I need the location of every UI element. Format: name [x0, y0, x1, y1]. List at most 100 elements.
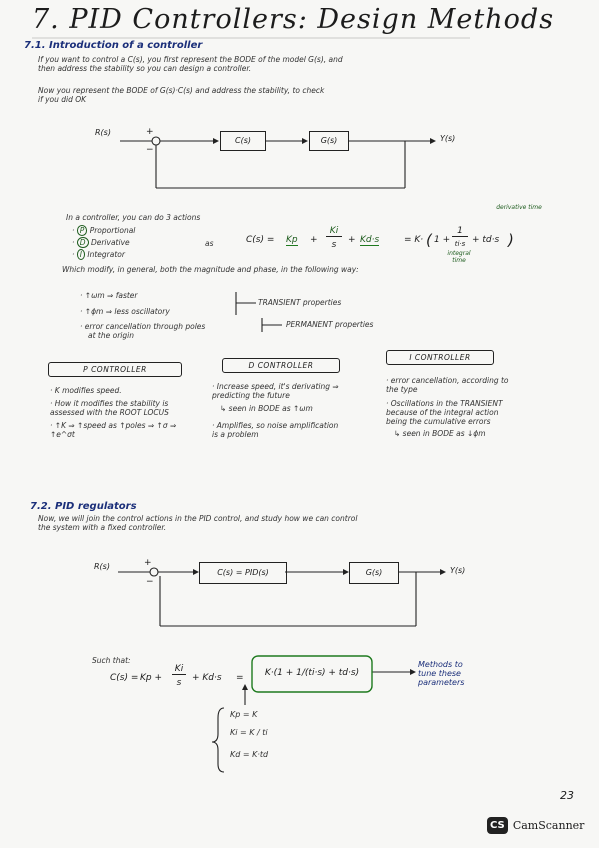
methods-note: Methods to tune these parameters: [418, 660, 464, 687]
actions-intro: In a controller, you can do 3 actions: [66, 213, 201, 222]
action-letter: D: [76, 237, 89, 248]
note: · How it modifies the stability is asses…: [50, 399, 169, 417]
note: · Oscillations in the TRANSIENT because …: [386, 399, 503, 426]
text-line: if you did OK: [38, 95, 87, 104]
camscanner-logo-icon: CS: [487, 817, 508, 834]
actions-list: · P Proportional · D Derivative · I Inte…: [72, 225, 136, 262]
note: · Increase speed, it's derivating ⇒ pred…: [212, 382, 339, 400]
d-controller-notes: · Increase speed, it's derivating ⇒ pred…: [212, 382, 340, 439]
bullet-text: ↑ϕm ⇒ less oscillatory: [84, 307, 170, 316]
d-controller-header: D CONTROLLER: [222, 358, 340, 373]
transient-properties: TRANSIENT properties: [258, 298, 342, 307]
eq-kp: Kp +: [140, 673, 163, 683]
d1-output-label: Y(s): [440, 134, 456, 143]
eq-cs: C(s) =: [110, 673, 139, 683]
action-item: · D Derivative: [72, 237, 130, 248]
formula-tis: ti·s: [454, 240, 466, 248]
p-controller-header: P CONTROLLER: [48, 362, 182, 377]
note-text: error cancellation, according to the typ…: [386, 376, 509, 394]
derivative-time-note: derivative time: [496, 204, 542, 211]
formula-k: = K·: [404, 235, 424, 245]
p-controller-notes: · K modifies speed. · How it modifies th…: [50, 386, 178, 439]
parameter-system: Kp = K Ki = K / ti Kd = K·td: [230, 710, 268, 759]
param-eq: Kp = K: [230, 710, 258, 719]
action-letter: I: [76, 249, 85, 260]
permanent-properties: PERMANENT properties: [286, 320, 374, 329]
note-line: tune these: [418, 669, 461, 678]
action-label: Proportional: [89, 226, 136, 235]
eq-ki: Ki: [172, 664, 186, 675]
bullet-text: error cancellation through poles: [84, 322, 206, 331]
eq-kds: + Kd·s: [192, 673, 222, 683]
param-eq: Kd = K·td: [230, 750, 269, 759]
such-that: Such that:: [92, 656, 131, 665]
d1-input-label: R(s): [95, 128, 111, 137]
bullet-text: ↑ωm ⇒ faster: [84, 291, 138, 300]
d2-output-label: Y(s): [450, 566, 466, 575]
bullet-text: at the origin: [88, 331, 134, 340]
note-text: ↳ seen in BODE as ↓ϕm: [394, 429, 486, 438]
d2-input-label: R(s): [94, 562, 110, 571]
formula-one-num: 1: [452, 226, 468, 237]
formula-kds: Kd·s: [360, 235, 380, 246]
bullet-less-oscillatory: · ↑ϕm ⇒ less oscillatory: [80, 307, 170, 316]
page-number: 23: [560, 789, 574, 802]
note-text: ↳ seen in BODE as ↑ωm: [220, 404, 313, 413]
d2-controller-block: C(s) = PID(s): [199, 562, 287, 584]
d2-plant-block: G(s): [349, 562, 399, 584]
i-controller-notes: · error cancellation, according to the t…: [386, 376, 516, 438]
modify-text: Which modify, in general, both the magni…: [62, 265, 359, 274]
text-line: Now, we will join the control actions in…: [38, 514, 358, 523]
note: · K modifies speed.: [50, 386, 122, 395]
note-text: Oscillations in the TRANSIENT because of…: [386, 399, 503, 426]
section-7-2-heading: 7.2. PID regulators: [30, 501, 137, 512]
bullet-faster: · ↑ωm ⇒ faster: [80, 291, 138, 300]
d1-plus-sign: +: [146, 127, 154, 137]
integral-time-note: integral time: [447, 250, 471, 264]
note: · error cancellation, according to the t…: [386, 376, 509, 394]
text-line: the system with a fixed controller.: [38, 523, 167, 532]
text-line: Now you represent the BODE of G(s)·C(s) …: [38, 86, 325, 95]
action-label: Derivative: [90, 238, 130, 247]
text-line: then address the stability so you can de…: [38, 64, 252, 73]
note-text: How it modifies the stability is assesse…: [50, 399, 169, 417]
note-text: Increase speed, it's derivating ⇒ predic…: [212, 382, 339, 400]
as-word: as: [205, 239, 214, 248]
bullet-error-cancel: · error cancellation through poles at th…: [80, 322, 206, 340]
d1-minus-sign: −: [146, 145, 154, 155]
note-line: Methods to: [418, 660, 463, 669]
section-7-1-heading: 7.1. Introduction of a controller: [24, 40, 203, 51]
d1-controller-block: C(s): [220, 131, 266, 151]
note-text: K modifies speed.: [54, 386, 122, 395]
action-label: Integrator: [87, 250, 125, 259]
text-line: If you want to control a C(s), you first…: [38, 55, 343, 64]
i-controller-header: I CONTROLLER: [386, 350, 494, 365]
formula-ki: Ki: [326, 226, 342, 237]
camscanner-watermark: CS CamScanner: [487, 815, 584, 834]
action-letter: P: [76, 225, 88, 236]
formula-kp: Kp: [286, 235, 298, 246]
camscanner-name: CamScanner: [512, 819, 585, 832]
s71-paragraph-2: Now you represent the BODE of G(s)·C(s) …: [38, 86, 558, 104]
d2-minus-sign: −: [146, 577, 154, 587]
eq-s: s: [176, 678, 182, 688]
s72-paragraph: Now, we will join the control actions in…: [38, 514, 558, 532]
note: · Amplifies, so noise amplification is a…: [212, 421, 339, 439]
formula-tds: + td·s: [472, 235, 500, 245]
page-title: 7. PID Controllers: Design Methods: [32, 4, 555, 35]
pid-equation-box: K·(1 + 1/(ti·s) + td·s): [264, 668, 360, 678]
d2-plus-sign: +: [144, 558, 152, 568]
note-line: parameters: [418, 678, 465, 687]
param-eq: Ki = K / ti: [230, 728, 268, 737]
s71-paragraph-1: If you want to control a C(s), you first…: [38, 55, 558, 73]
note: · ↑K ⇒ ↑speed as ↑poles ⇒ ↑σ ⇒ ↑e^σt: [50, 421, 177, 439]
action-item: · I Integrator: [72, 249, 125, 260]
eq-equals: =: [236, 673, 244, 683]
note-text: ↑K ⇒ ↑speed as ↑poles ⇒ ↑σ ⇒ ↑e^σt: [50, 421, 177, 439]
d1-plant-block: G(s): [309, 131, 349, 151]
note-text: Amplifies, so noise amplification is a p…: [212, 421, 339, 439]
formula-one: 1 +: [434, 235, 451, 245]
formula-cs: C(s) =: [246, 235, 275, 245]
action-item: · P Proportional: [72, 225, 136, 236]
